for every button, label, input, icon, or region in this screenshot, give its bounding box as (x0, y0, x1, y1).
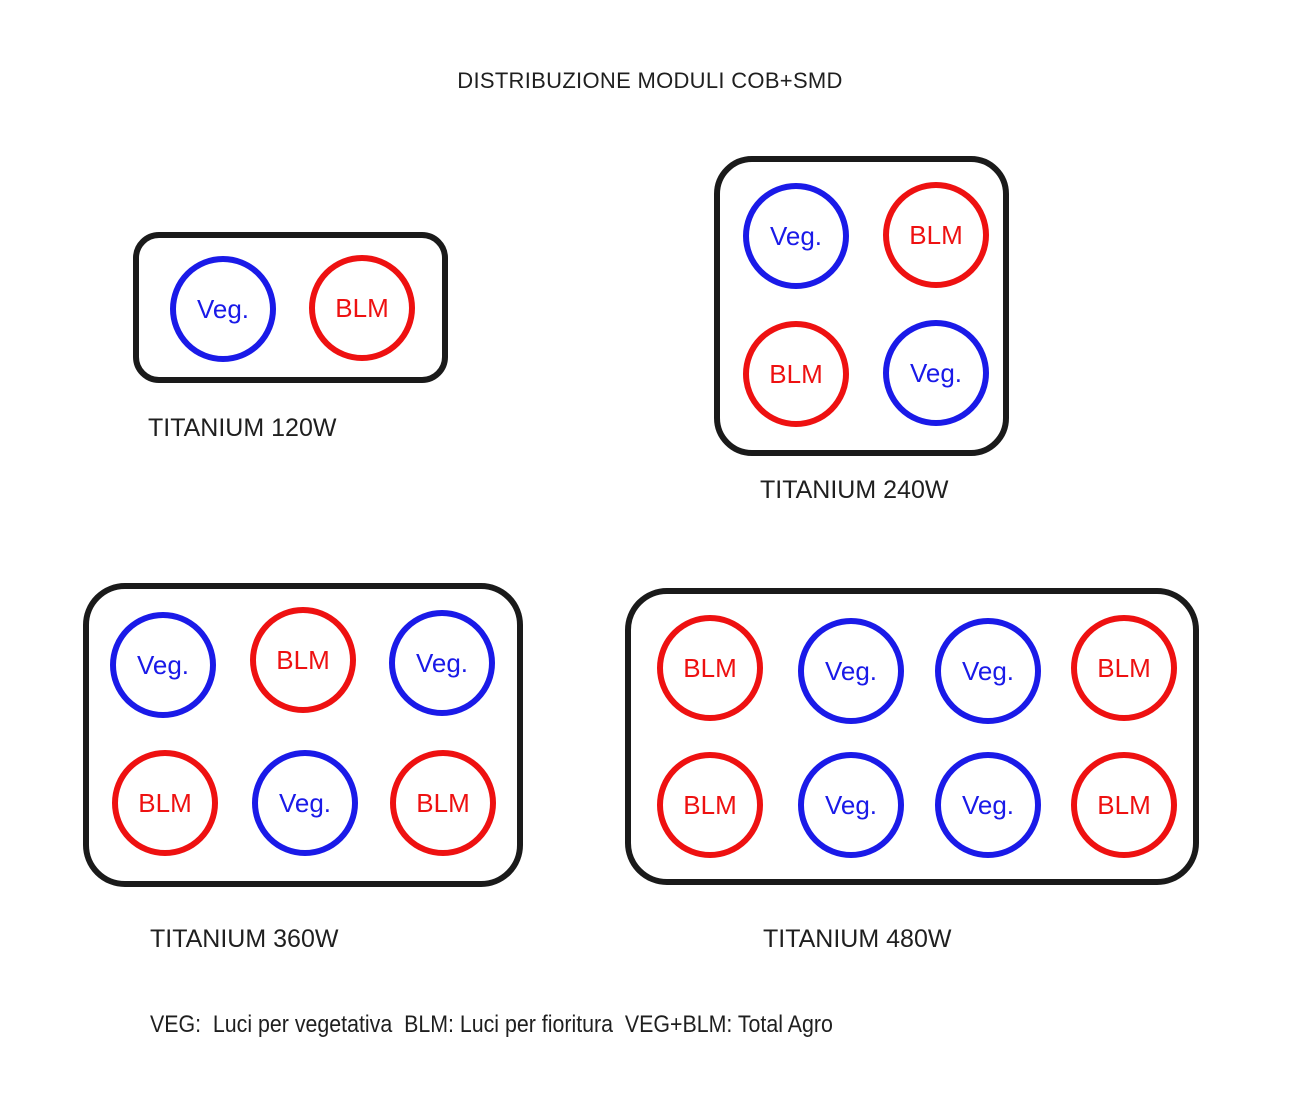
panel-label-titanium-360w: TITANIUM 360W (150, 925, 339, 953)
module-label-veg: Veg. (196, 293, 250, 324)
module-circle-veg: Veg. (935, 752, 1041, 858)
module-label-blm: BLM (335, 292, 389, 323)
module-label-veg: Veg. (769, 220, 823, 251)
diagram-title: DISTRIBUZIONE MODULI COB+SMD (457, 68, 843, 93)
module-label-blm: BLM (138, 787, 192, 818)
module-label-blm: BLM (276, 644, 330, 675)
module-circle-veg: Veg. (110, 612, 216, 718)
panel-titanium-480w: BLM Veg. Veg. BLM BLM Veg. Veg. BLM (625, 588, 1199, 885)
module-circle-veg: Veg. (252, 750, 358, 856)
module-circle-blm: BLM (1071, 615, 1177, 721)
module-circle-blm: BLM (657, 615, 763, 721)
module-label-blm: BLM (683, 652, 737, 683)
module-label-blm: BLM (1097, 789, 1151, 820)
module-circle-veg: Veg. (935, 618, 1041, 724)
module-label-veg: Veg. (909, 357, 963, 388)
module-label-blm: BLM (416, 787, 470, 818)
module-circle-blm: BLM (250, 607, 356, 713)
module-circle-veg: Veg. (883, 320, 989, 426)
module-circle-veg: Veg. (798, 752, 904, 858)
module-label-veg: Veg. (824, 655, 878, 686)
module-circle-blm: BLM (657, 752, 763, 858)
module-circle-blm: BLM (390, 750, 496, 856)
module-circle-veg: Veg. (389, 610, 495, 716)
panel-titanium-360w: Veg. BLM Veg. BLM Veg. BLM (83, 583, 523, 887)
module-circle-blm: BLM (309, 255, 415, 361)
module-circle-blm: BLM (112, 750, 218, 856)
panel-label-titanium-480w: TITANIUM 480W (763, 925, 952, 953)
module-circle-blm: BLM (883, 182, 989, 288)
module-label-veg: Veg. (961, 789, 1015, 820)
module-label-veg: Veg. (961, 655, 1015, 686)
module-circle-blm: BLM (1071, 752, 1177, 858)
module-label-blm: BLM (683, 789, 737, 820)
module-circle-veg: Veg. (170, 256, 276, 362)
module-label-blm: BLM (769, 358, 823, 389)
module-label-blm: BLM (909, 219, 963, 250)
module-label-blm: BLM (1097, 652, 1151, 683)
panel-label-titanium-240w: TITANIUM 240W (760, 476, 949, 504)
module-circle-veg: Veg. (798, 618, 904, 724)
panel-titanium-120w: Veg. BLM (133, 232, 448, 383)
module-label-veg: Veg. (136, 649, 190, 680)
module-label-veg: Veg. (415, 647, 469, 678)
module-circle-blm: BLM (743, 321, 849, 427)
module-circle-veg: Veg. (743, 183, 849, 289)
panel-label-titanium-120w: TITANIUM 120W (148, 414, 337, 442)
legend-text: VEG: Luci per vegetativa BLM: Luci per f… (150, 1011, 833, 1038)
module-label-veg: Veg. (278, 787, 332, 818)
panel-titanium-240w: Veg. BLM BLM Veg. (714, 156, 1009, 456)
module-label-veg: Veg. (824, 789, 878, 820)
